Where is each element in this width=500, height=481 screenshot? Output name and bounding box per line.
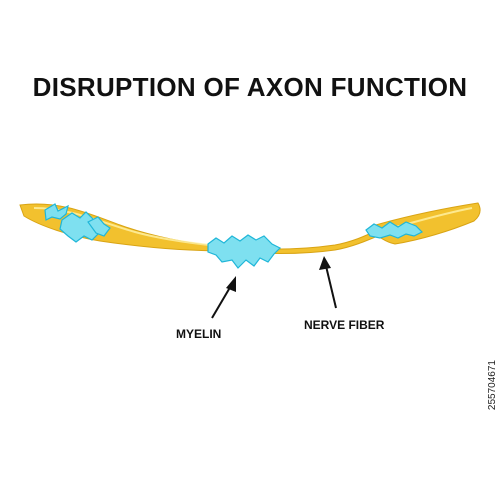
myelin-central-clump bbox=[207, 234, 282, 269]
nerve-fiber-arrow-head bbox=[319, 256, 331, 270]
myelin-arrow-shaft bbox=[211, 283, 233, 319]
myelin-fragment-left-3 bbox=[87, 216, 111, 237]
myelin-fragment-right-1 bbox=[365, 221, 424, 239]
myelin-arrow-head bbox=[226, 276, 236, 292]
nerve-fiber-arrow-shaft bbox=[325, 265, 337, 309]
myelin-fragment-left-1 bbox=[44, 203, 69, 221]
myelin-label: MYELIN bbox=[176, 327, 222, 341]
myelin-fragment-left-2 bbox=[59, 211, 101, 243]
nerve-fiber-label: NERVE FIBER bbox=[304, 318, 385, 332]
stock-image-id: 255704671 bbox=[487, 360, 498, 411]
diagram-title: DISRUPTION OF AXON FUNCTION bbox=[32, 72, 468, 102]
